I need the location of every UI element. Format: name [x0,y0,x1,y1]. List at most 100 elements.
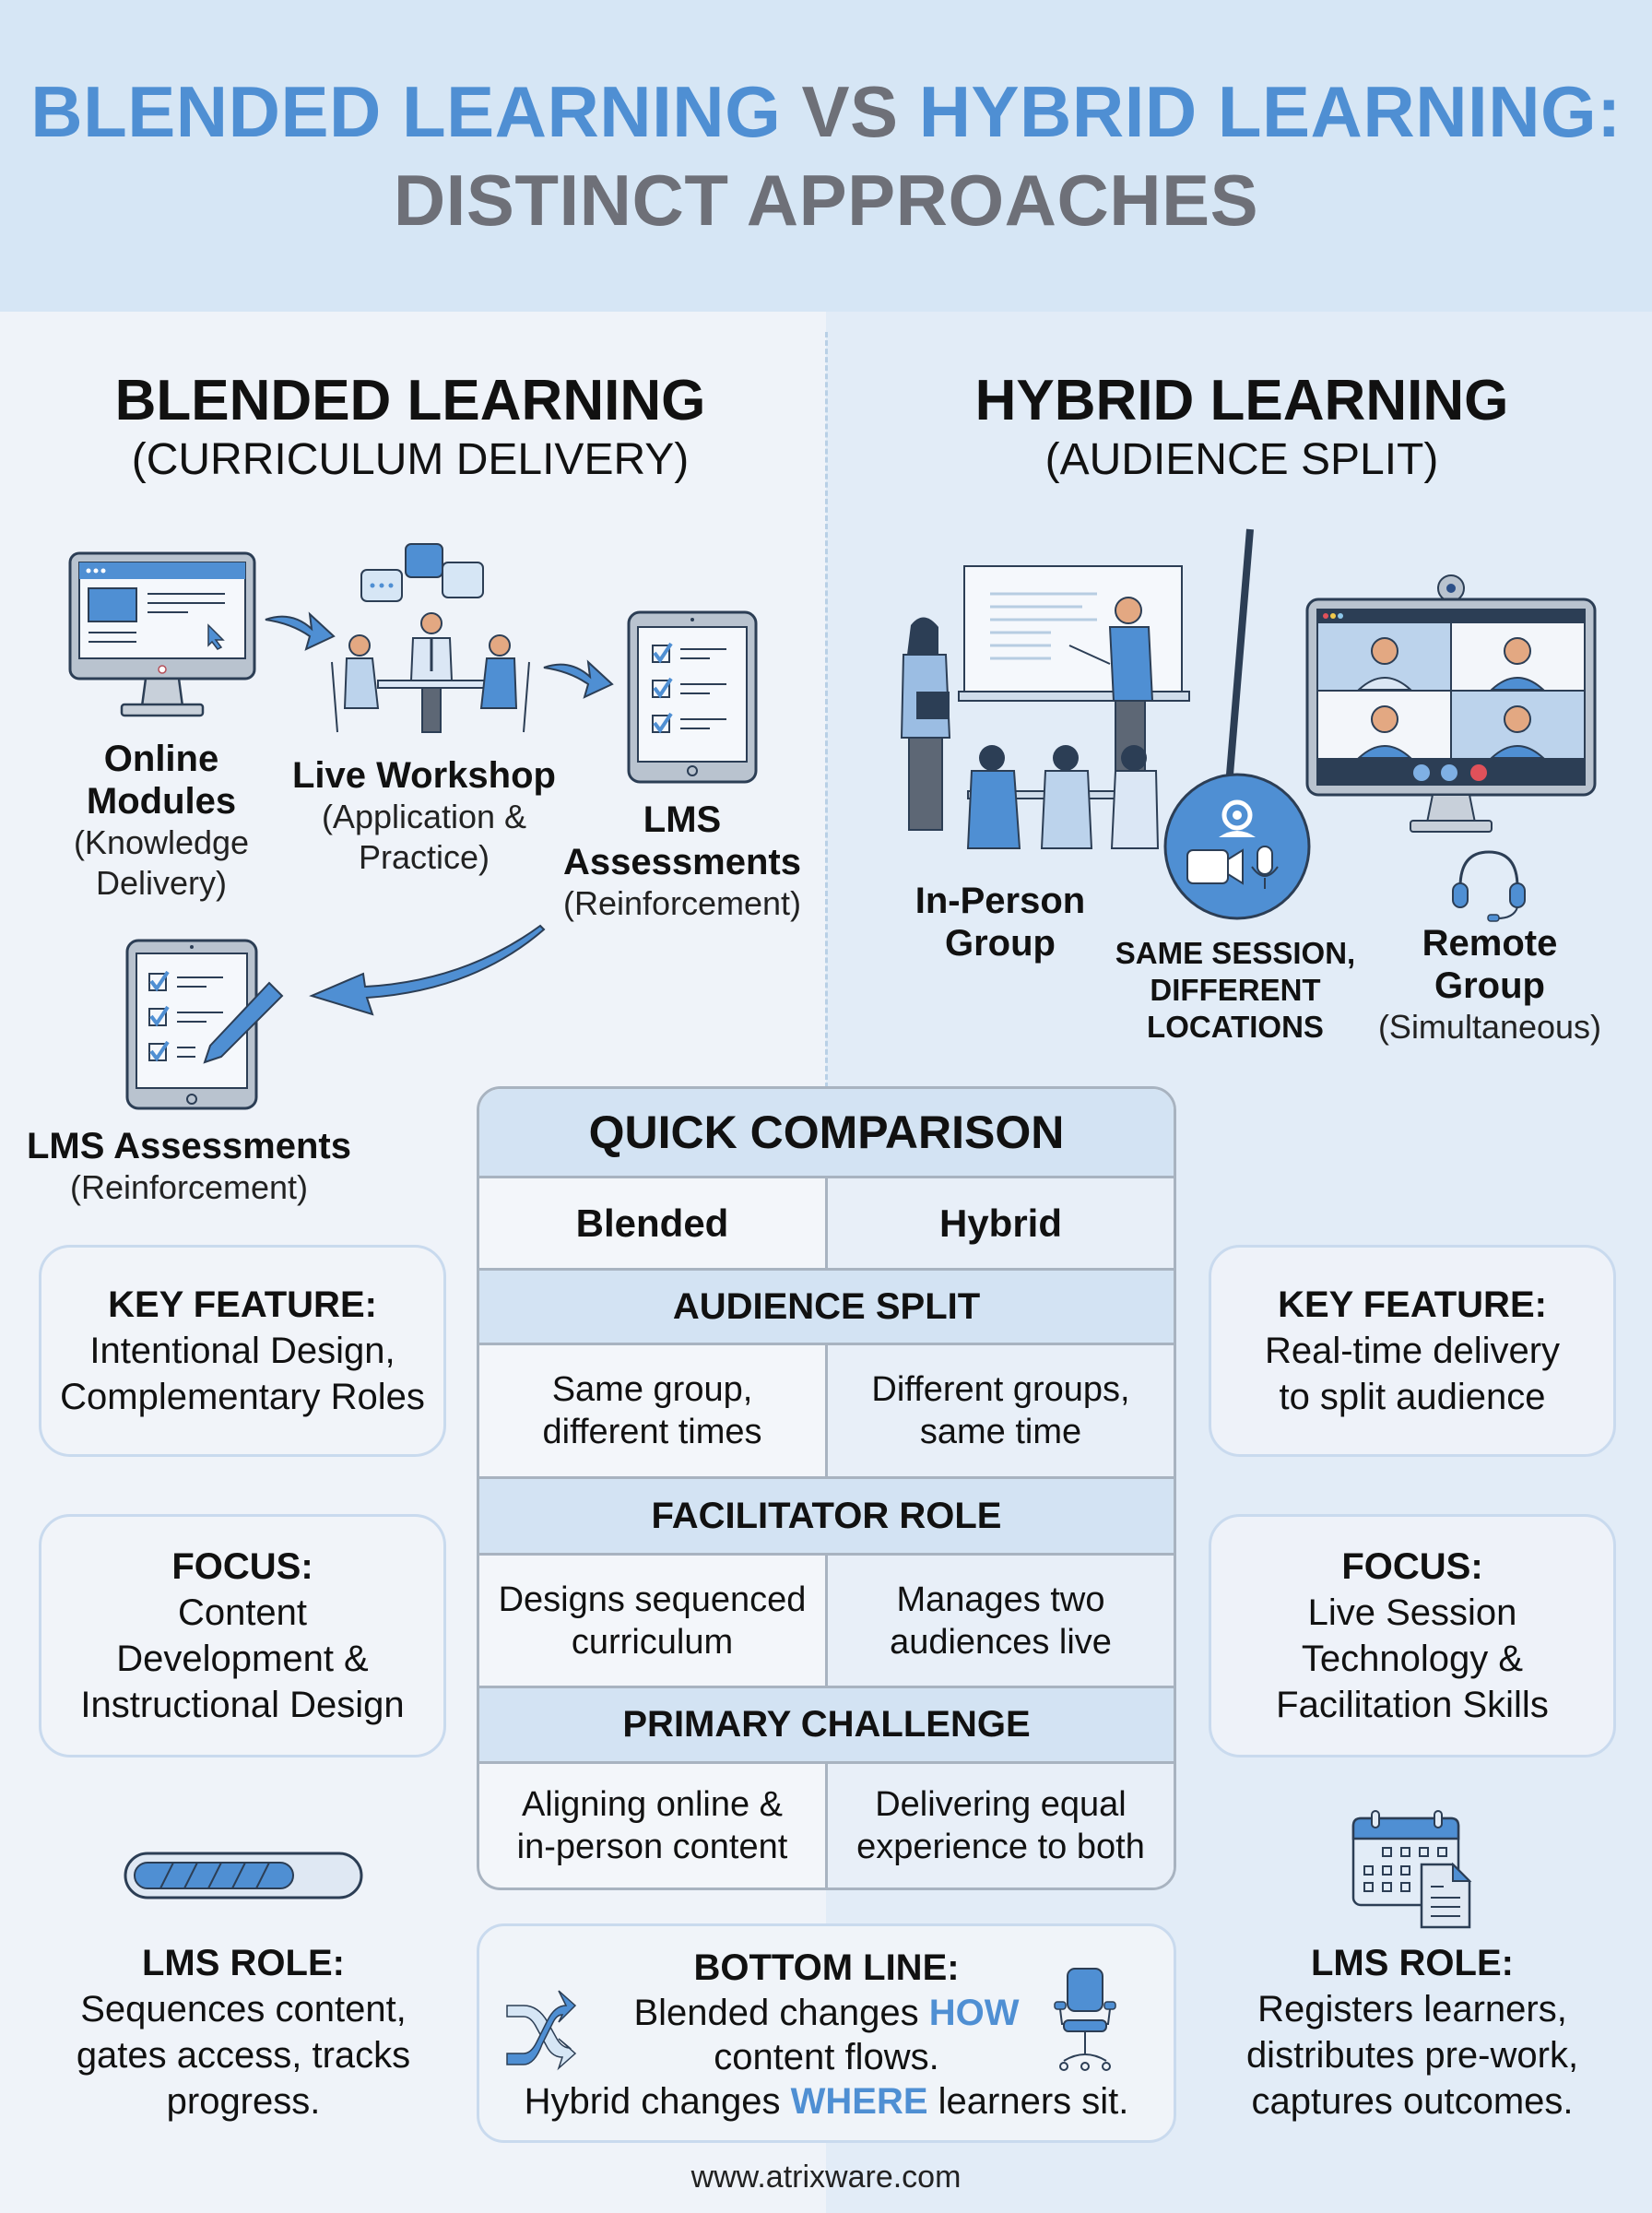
office-chair-icon [1054,1968,1116,2071]
cell-text: audiences live [890,1622,1112,1662]
separator-pole [1226,528,1254,775]
monitor-icon [68,551,256,717]
header-text: Hybrid [938,1201,1062,1245]
column-header-blended: Blended [479,1178,825,1268]
card-text: Intentional Design, [89,1331,395,1371]
card-label: FOCUS: [1341,1546,1483,1587]
panel-divider [825,332,828,1088]
table-column-headers: Blended Hybrid [479,1178,1174,1271]
workshop-meeting-icon [331,543,530,733]
title-vs: VS [801,71,899,152]
bottom-line-text-2: content flows. [714,2037,939,2077]
progress-bar-icon [124,1852,363,1899]
highlight-where: WHERE [790,2081,928,2122]
label-line: In-Person [914,881,1086,921]
step-live-workshop: Live Workshop (Application & Practice) [277,754,572,878]
cell-text: Aligning online & [521,1785,784,1824]
bottom-line-label: BOTTOM LINE: [693,1947,960,1988]
hybrid-focus-card: FOCUS: Live Session Technology & Facilit… [1209,1514,1616,1757]
step-online-modules: Online Modules (Knowledge Delivery) [46,738,277,904]
blended-key-feature-card: KEY FEATURE: Intentional Design, Complem… [39,1245,446,1457]
cell-text: curriculum [571,1622,734,1662]
cell-hybrid: Different groups,same time [825,1345,1174,1476]
in-person-group-label: In-Person Group [894,880,1106,964]
step-desc: Practice) [358,838,490,876]
role-label: LMS ROLE: [1311,1943,1514,1983]
video-conference-hub-icon [1163,773,1311,920]
role-text: gates access, tracks [76,2035,411,2076]
section-row-facilitator-role: FACILITATOR ROLE [479,1479,1174,1556]
card-label: KEY FEATURE: [108,1284,377,1325]
quick-comparison-table: QUICK COMPARISON Blended Hybrid AUDIENCE… [477,1086,1176,1890]
step-title: LMS Assessments [27,1126,351,1166]
card-text: Complementary Roles [60,1377,425,1417]
page-title-line-2: DISTINCT APPROACHES [393,160,1259,241]
cell-text: Manages two [896,1580,1105,1619]
card-text: Technology & [1301,1639,1524,1679]
step-title: Modules [86,781,237,822]
cell-text: Delivering equal [875,1785,1127,1824]
card-text: Live Session [1307,1592,1517,1633]
bottom-line-text-1: Blended changes HOW [479,1991,1174,2035]
table-row: Same group, different times Different gro… [479,1345,1174,1479]
card-text: to split audience [1279,1377,1546,1417]
card-label: KEY FEATURE: [1278,1284,1547,1325]
step-title: Online [103,739,219,779]
section-title: FACILITATOR ROLE [651,1495,1002,1536]
table-title-row: QUICK COMPARISON [479,1089,1174,1178]
calendar-document-icon [1351,1810,1472,1929]
step-desc: (Reinforcement) [562,884,802,922]
step-lms-assessments-repeat: LMS Assessments (Reinforcement) [18,1125,360,1208]
label-line: SAME SESSION, [1115,936,1356,970]
step-lms-assessments: LMS Assessments (Reinforcement) [544,799,820,924]
cell-text: in-person content [516,1828,788,1866]
curved-arrow-back-icon [309,924,546,1016]
table-row: Aligning online & in-person content Deliv… [479,1764,1174,1888]
shuffle-arrows-icon [506,1990,577,2071]
arrow-right-icon [543,659,614,699]
blended-heading: BLENDED LEARNING [114,369,706,432]
header-text: Blended [575,1201,729,1245]
blended-heading-block: BLENDED LEARNING (CURRICULUM DELIVERY) [60,369,761,487]
bottom-line-box: BOTTOM LINE: Blended changes HOW content… [477,1923,1176,2143]
tablet-checklist-pencil-icon [125,939,284,1110]
title-hybrid: HYBRID LEARNING: [918,71,1622,152]
step-desc: (Application & [321,798,527,835]
card-text: Development & [116,1639,369,1679]
role-label: LMS ROLE: [142,1943,345,1983]
blended-lms-role: LMS ROLE: Sequences content, gates acces… [31,1940,455,2124]
step-desc: (Reinforcement) [69,1168,309,1206]
role-text: distributes pre-work, [1245,2035,1579,2076]
page-title-line-1: BLENDED LEARNING VS HYBRID LEARNING: [30,67,1621,156]
cell-text: Designs sequenced [498,1580,807,1619]
cell-blended: Same group, different times [479,1345,825,1476]
card-text: Real-time delivery [1264,1331,1561,1371]
cell-text: same time [919,1413,1082,1451]
hybrid-key-feature-card: KEY FEATURE: Real-time delivery to split… [1209,1245,1616,1457]
video-call-monitor-icon [1305,574,1597,833]
label-line: DIFFERENT [1150,973,1321,1007]
hybrid-heading-block: HYBRID LEARNING (AUDIENCE SPLIT) [891,369,1592,487]
cell-text: different times [542,1413,762,1451]
bottom-line-text-3: Hybrid changes WHERE learners sit. [479,2079,1174,2124]
tablet-checklist-icon [627,610,758,784]
footer-url: www.atrixware.com [690,2160,962,2195]
hybrid-heading: HYBRID LEARNING [974,369,1509,432]
text: Blended changes [633,1993,929,2033]
step-title: Live Workshop [292,755,556,796]
section-title: PRIMARY CHALLENGE [622,1704,1031,1745]
role-text: Registers learners, [1257,1989,1567,2030]
label-line: Group [945,923,1056,964]
label-line: Group [1434,965,1545,1006]
card-text: Content [177,1592,308,1633]
cell-text: Same group, [551,1370,753,1409]
section-row-primary-challenge: PRIMARY CHALLENGE [479,1688,1174,1764]
step-desc: (Knowledge [73,823,250,861]
section-row-audience-split: AUDIENCE SPLIT [479,1271,1174,1345]
role-text: captures outcomes. [1251,2081,1574,2122]
card-text: Facilitation Skills [1276,1685,1549,1725]
